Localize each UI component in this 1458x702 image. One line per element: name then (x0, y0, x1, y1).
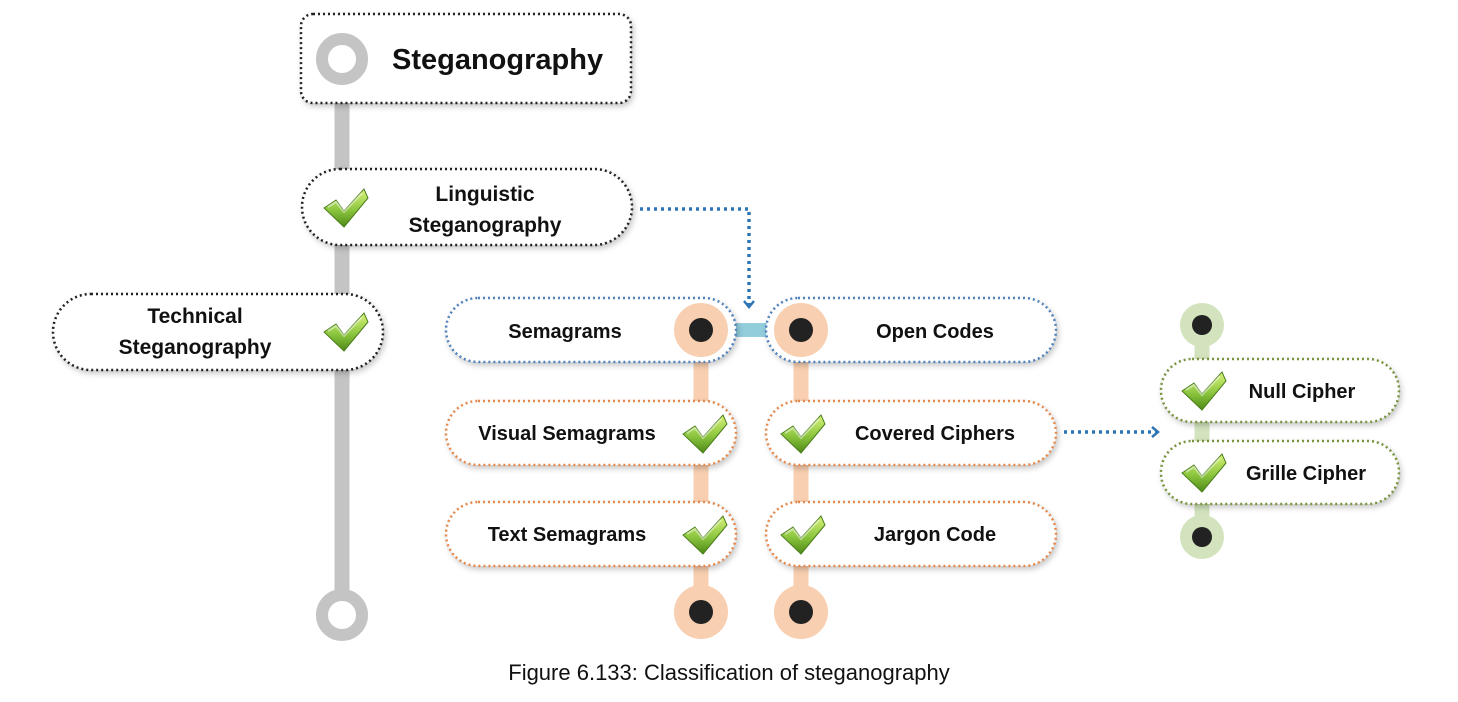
open-codes-node: Open Codes (764, 296, 1058, 364)
null-cipher-label: Null Cipher (1249, 381, 1356, 403)
technical-label-line2: Steganography (119, 336, 272, 359)
jargon-code-label: Jargon Code (874, 524, 996, 546)
text-semagrams-node: Text Semagrams (444, 500, 738, 568)
jargon-code-node: Jargon Code (764, 500, 1058, 568)
visual-semagrams-node: Visual Semagrams (444, 399, 738, 467)
semagrams-top-node-dot (689, 318, 713, 342)
visual-semagrams-label: Visual Semagrams (478, 423, 656, 445)
text-semagrams-label: Text Semagrams (488, 524, 647, 546)
linguistic-label-line1: Linguistic (435, 183, 534, 206)
main-end-ring-icon (316, 589, 368, 641)
cipher-bottom-node-dot (1192, 527, 1212, 547)
open-codes-label: Open Codes (876, 321, 994, 343)
technical-label-line1: Technical (147, 305, 242, 328)
semagrams-label: Semagrams (508, 321, 621, 343)
linguistic-label-line2: Steganography (409, 214, 562, 237)
root-label: Steganography (392, 44, 603, 76)
open-codes-top-node-dot (789, 318, 813, 342)
cipher-top-node-dot (1192, 315, 1212, 335)
semagrams-node: Semagrams (444, 296, 738, 364)
linguistic-branch-arrow (640, 207, 755, 309)
root-ring-icon (316, 33, 368, 85)
semagrams-bottom-node-dot (689, 600, 713, 624)
covered-ciphers-node: Covered Ciphers (764, 399, 1058, 467)
root-node: Steganography (299, 12, 633, 105)
figure-caption: Figure 6.133: Classification of steganog… (508, 660, 950, 685)
technical-node: Technical Steganography (51, 292, 385, 372)
grille-cipher-label: Grille Cipher (1246, 463, 1366, 485)
open-codes-bottom-node-dot (789, 600, 813, 624)
linguistic-node: Linguistic Steganography (300, 167, 634, 247)
covered-ciphers-label: Covered Ciphers (855, 423, 1015, 445)
